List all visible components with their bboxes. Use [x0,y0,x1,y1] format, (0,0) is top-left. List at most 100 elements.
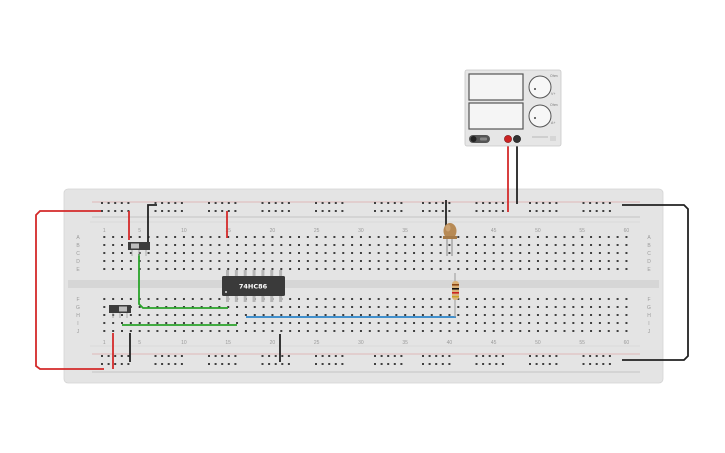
rail-hole[interactable] [101,355,103,357]
breadboard-hole[interactable] [289,268,292,270]
rail-hole[interactable] [555,355,558,357]
breadboard-hole[interactable] [519,252,522,254]
breadboard-hole[interactable] [457,244,460,246]
rail-hole[interactable] [341,210,344,212]
breadboard-hole[interactable] [359,306,362,308]
breadboard-hole[interactable] [298,260,300,262]
rail-hole[interactable] [441,210,444,212]
breadboard-hole[interactable] [625,268,628,270]
breadboard-hole[interactable] [590,252,593,254]
breadboard-hole[interactable] [227,330,230,332]
breadboard-hole[interactable] [457,322,460,324]
breadboard-hole[interactable] [156,314,159,316]
breadboard-hole[interactable] [598,260,601,262]
breadboard-hole[interactable] [147,322,150,324]
breadboard-hole[interactable] [448,260,451,262]
breadboard-hole[interactable] [368,322,371,324]
breadboard-hole[interactable] [209,236,212,238]
rail-hole[interactable] [488,355,491,357]
breadboard-hole[interactable] [430,330,433,332]
breadboard-hole[interactable] [616,298,619,300]
breadboard-hole[interactable] [616,236,619,238]
breadboard-hole[interactable] [280,236,283,238]
breadboard-hole[interactable] [359,314,362,316]
breadboard-hole[interactable] [129,236,132,238]
breadboard-hole[interactable] [421,268,424,270]
breadboard-hole[interactable] [351,244,354,246]
rail-hole[interactable] [214,210,217,212]
breadboard-hole[interactable] [581,298,584,300]
breadboard-hole[interactable] [607,244,610,246]
rail-hole[interactable] [435,210,438,212]
breadboard-hole[interactable] [377,330,380,332]
breadboard-hole[interactable] [262,330,265,332]
breadboard-hole[interactable] [271,306,274,308]
rail-hole[interactable] [174,210,177,212]
breadboard-hole[interactable] [351,330,354,332]
breadboard-hole[interactable] [103,244,106,246]
breadboard-hole[interactable] [218,252,221,254]
breadboard-hole[interactable] [280,322,283,324]
resistor[interactable] [452,281,459,300]
rail-hole[interactable] [495,210,498,212]
breadboard-hole[interactable] [439,260,442,262]
rail-hole[interactable] [180,202,183,204]
rail-hole[interactable] [101,363,103,365]
breadboard-hole[interactable] [563,314,566,316]
breadboard-hole[interactable] [616,260,619,262]
breadboard-hole[interactable] [165,314,168,316]
breadboard-hole[interactable] [421,322,424,324]
rail-hole[interactable] [208,202,210,204]
breadboard-hole[interactable] [607,298,610,300]
breadboard-hole[interactable] [395,268,398,270]
rail-hole[interactable] [542,363,545,365]
breadboard-hole[interactable] [563,298,566,300]
breadboard-hole[interactable] [386,260,389,262]
breadboard-hole[interactable] [501,298,504,300]
rail-hole[interactable] [341,355,344,357]
rail-hole[interactable] [174,202,177,204]
rail-hole[interactable] [227,363,230,365]
breadboard-hole[interactable] [625,252,628,254]
breadboard-hole[interactable] [253,314,256,316]
breadboard-hole[interactable] [253,268,256,270]
breadboard-hole[interactable] [103,306,106,308]
breadboard-hole[interactable] [103,236,106,238]
breadboard-hole[interactable] [200,244,203,246]
breadboard-hole[interactable] [103,322,106,324]
breadboard-hole[interactable] [147,252,150,254]
breadboard-hole[interactable] [112,268,115,270]
psu-voltage-knob[interactable] [528,75,552,99]
breadboard-hole[interactable] [448,330,451,332]
breadboard-hole[interactable] [519,260,522,262]
breadboard-hole[interactable] [457,268,460,270]
rail-hole[interactable] [422,210,424,212]
breadboard-hole[interactable] [625,298,628,300]
breadboard-hole[interactable] [483,268,486,270]
breadboard-hole[interactable] [439,244,442,246]
breadboard-hole[interactable] [227,314,230,316]
breadboard-hole[interactable] [103,298,106,300]
breadboard-hole[interactable] [598,322,601,324]
breadboard-hole[interactable] [262,268,265,270]
breadboard-hole[interactable] [528,244,531,246]
breadboard-hole[interactable] [129,252,132,254]
breadboard-hole[interactable] [121,252,123,254]
rail-hole[interactable] [120,363,123,365]
breadboard-hole[interactable] [138,236,141,238]
breadboard-hole[interactable] [386,244,389,246]
breadboard-hole[interactable] [218,306,221,308]
breadboard-hole[interactable] [430,260,433,262]
breadboard-hole[interactable] [395,236,398,238]
breadboard-hole[interactable] [466,236,469,238]
breadboard-hole[interactable] [351,322,354,324]
breadboard-hole[interactable] [404,298,407,300]
breadboard-hole[interactable] [156,330,159,332]
rail-hole[interactable] [535,202,538,204]
breadboard-hole[interactable] [342,330,345,332]
breadboard-hole[interactable] [182,306,185,308]
breadboard-hole[interactable] [333,244,336,246]
breadboard-hole[interactable] [572,244,575,246]
breadboard-hole[interactable] [590,244,593,246]
